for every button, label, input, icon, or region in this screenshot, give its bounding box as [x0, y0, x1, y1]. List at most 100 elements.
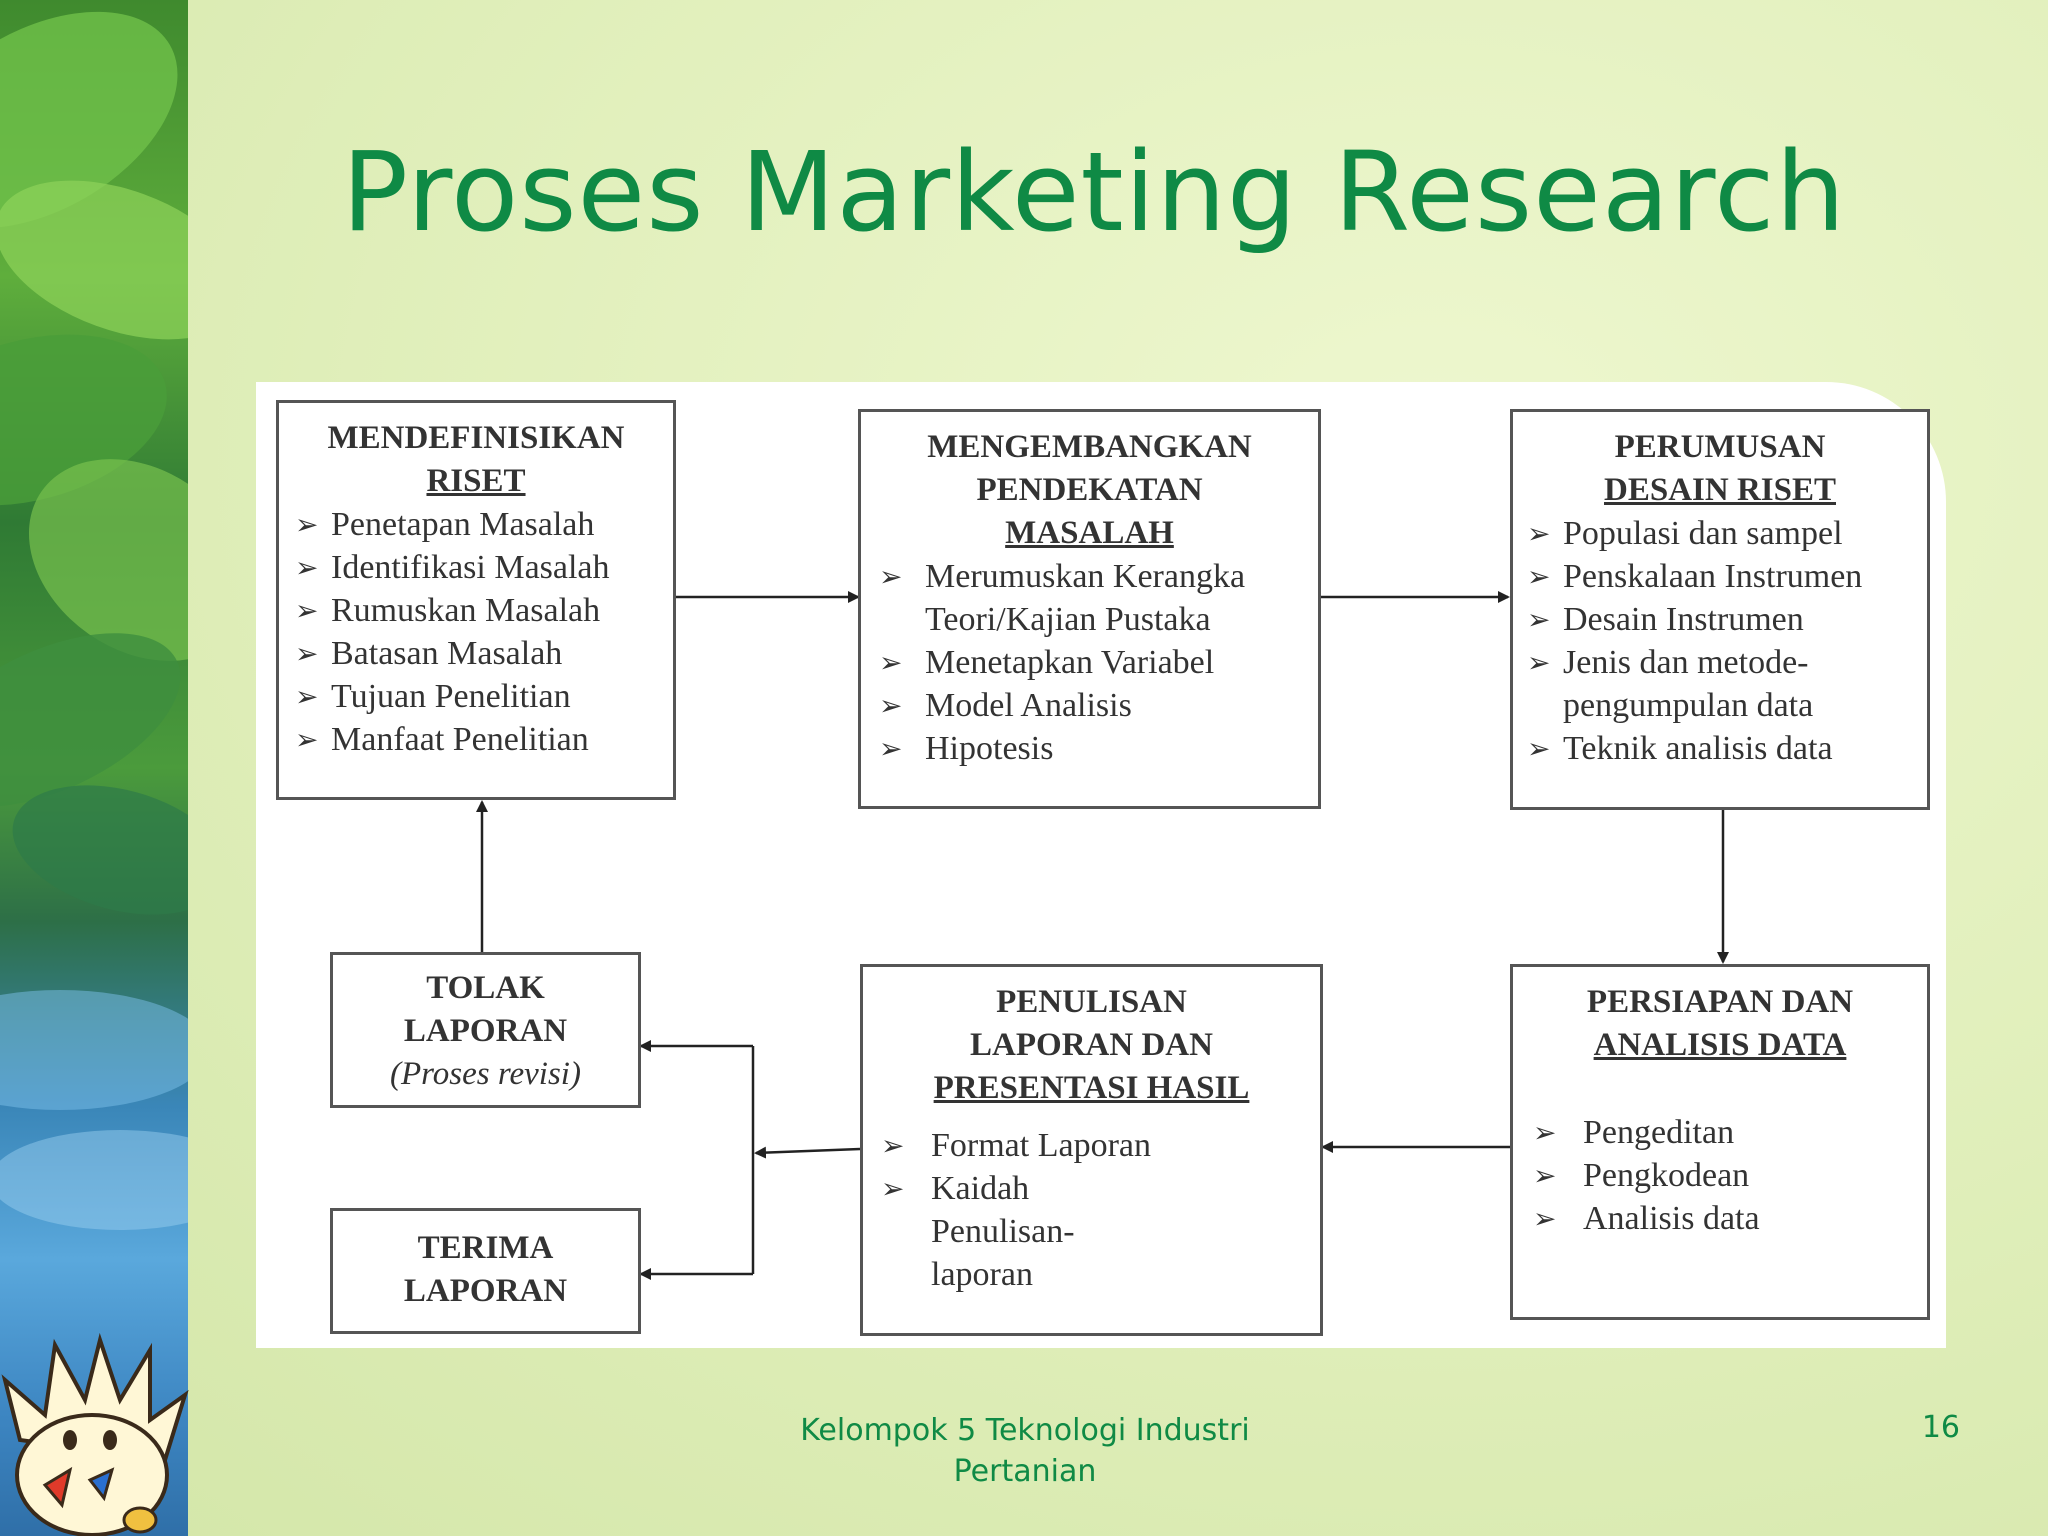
box-title-line: MENGEMBANGKAN — [927, 429, 1252, 465]
list-item-label: Merumuskan Kerangka Teori/Kajian Pustaka — [925, 558, 1246, 638]
list-item: ➢ Merumuskan Kerangka Teori/Kajian Pustak… — [873, 555, 1306, 641]
list-item-label: Manfaat Penelitian — [331, 721, 589, 758]
footer-line: Pertanian — [953, 1454, 1097, 1489]
slide-title: Proses Marketing Research — [341, 128, 1847, 256]
list-item: ➢ Populasi dan sampel — [1521, 512, 1919, 555]
list-item: ➢ Kaidah Penulisan-laporan — [875, 1167, 1175, 1296]
arrow-bullet-icon: ➢ — [879, 646, 903, 679]
box-title-line: TOLAK — [426, 970, 545, 1006]
arrow-penulisan-to-branch — [754, 1146, 861, 1159]
list-item: ➢ Hipotesis — [873, 727, 1306, 770]
list-item-label: Hipotesis — [925, 730, 1054, 767]
box-penulisan-laporan: PENULISAN LAPORAN DAN PRESENTASI HASIL ➢… — [860, 964, 1323, 1336]
list-item: ➢ Manfaat Penelitian — [289, 718, 663, 761]
arrow-bullet-icon: ➢ — [1533, 1202, 1557, 1235]
list-item-label: Model Analisis — [925, 687, 1132, 724]
list-item: ➢ Desain Instrumen — [1521, 598, 1919, 641]
box-item-list: ➢ Populasi dan sampel ➢ Penskalaan Instrum… — [1521, 512, 1919, 770]
list-item-label: Jenis dan metode-pengumpulan data — [1563, 644, 1814, 724]
list-item: ➢Format Laporan — [875, 1124, 1308, 1167]
list-item-label: Analisis data — [1583, 1200, 1760, 1237]
box-persiapan-analisis: PERSIAPAN DAN ANALISIS DATA ➢ Pengeditan … — [1510, 964, 1930, 1320]
box-title-line: LAPORAN — [403, 1273, 568, 1309]
box-title: MENDEFINISIKAN RISET — [289, 417, 663, 503]
box-item-list: ➢ Merumuskan Kerangka Teori/Kajian Pustak… — [873, 555, 1306, 770]
box-title-line: ANALISIS DATA — [1593, 1027, 1847, 1063]
box-title-line: PERUMUSAN — [1614, 429, 1826, 465]
box-title-line: PRESENTASI HASIL — [933, 1070, 1250, 1106]
box-terima-laporan: TERIMA LAPORAN — [330, 1208, 641, 1334]
box-title: PERUMUSAN DESAIN RISET — [1521, 426, 1919, 512]
diagram-panel: MENDEFINISIKAN RISET ➢ Penetapan Masalah … — [256, 382, 1946, 1348]
box-title: MENGEMBANGKAN PENDEKATAN MASALAH — [873, 426, 1306, 555]
list-item: ➢ Pengkodean — [1527, 1154, 1913, 1197]
list-item-label: Pengeditan — [1583, 1114, 1735, 1151]
list-item-label: Menetapkan Variabel — [925, 644, 1215, 681]
box-title: PENULISAN LAPORAN DAN PRESENTASI HASIL — [875, 981, 1308, 1110]
list-item-label: Penetapan Masalah — [331, 506, 595, 543]
list-item-label: Tujuan Penelitian — [331, 678, 571, 715]
arrow-bullet-icon: ➢ — [295, 680, 319, 713]
box-subtitle: (Proses revisi) — [390, 1056, 581, 1092]
list-item: ➢ Analisis data — [1527, 1197, 1913, 1240]
list-item: ➢ Teknik analisis data — [1521, 727, 1919, 770]
list-item: ➢ Identifikasi Masalah — [289, 546, 663, 589]
list-item: ➢ Model Analisis — [873, 684, 1306, 727]
box-perumusan-desain: PERUMUSAN DESAIN RISET ➢ Populasi dan sam… — [1510, 409, 1930, 810]
box-title-line: PENDEKATAN — [976, 472, 1203, 508]
footer-line: Kelompok 5 Teknologi Industri — [800, 1413, 1250, 1448]
arrow-bullet-icon: ➢ — [1533, 1159, 1557, 1192]
list-item: ➢ Menetapkan Variabel — [873, 641, 1306, 684]
list-item-label: Pengkodean — [1583, 1157, 1750, 1194]
box-title-line: MENDEFINISIKAN — [327, 420, 625, 456]
box-title-line: PERSIAPAN DAN — [1586, 984, 1854, 1020]
arrow-bullet-icon: ➢ — [1527, 732, 1551, 765]
arrow-bullet-icon: ➢ — [295, 508, 319, 541]
footer-caption: Kelompok 5 Teknologi Industri Pertanian — [760, 1410, 1290, 1492]
arrow-bullet-icon: ➢ — [1527, 560, 1551, 593]
box-title-line: MASALAH — [1005, 515, 1174, 551]
box-title: PERSIAPAN DAN ANALISIS DATA — [1527, 981, 1913, 1067]
arrow-bullet-icon: ➢ — [295, 551, 319, 584]
arrow-bullet-icon: ➢ — [1533, 1116, 1557, 1149]
list-item: ➢ Penetapan Masalah — [289, 503, 663, 546]
box-tolak-laporan: TOLAK LAPORAN (Proses revisi) — [330, 952, 641, 1108]
list-item-label: Penskalaan Instrumen — [1563, 558, 1863, 595]
box-title-line: LAPORAN DAN — [970, 1027, 1213, 1063]
arrow-bullet-icon: ➢ — [1527, 603, 1551, 636]
list-item-label: Populasi dan sampel — [1563, 515, 1843, 552]
leaf-decoration — [0, 0, 188, 1536]
box-title-line: TERIMA — [417, 1230, 554, 1266]
arrow-bullet-icon: ➢ — [881, 1172, 905, 1205]
diagram-connectors — [476, 591, 1729, 1280]
box-item-list: ➢Format Laporan ➢ Kaidah Penulisan-lapora… — [875, 1124, 1308, 1296]
box-mendefinisikan-riset: MENDEFINISIKAN RISET ➢ Penetapan Masalah … — [276, 400, 676, 800]
box-item-list: ➢ Penetapan Masalah ➢ Identifikasi Masalah… — [289, 503, 663, 761]
list-item-label: Desain Instrumen — [1563, 601, 1804, 638]
list-item: ➢ Pengeditan — [1527, 1111, 1913, 1154]
list-item: ➢ Jenis dan metode-pengumpulan data — [1521, 641, 1919, 727]
list-item: ➢ Rumuskan Masalah — [289, 589, 663, 632]
list-item: ➢ Penskalaan Instrumen — [1521, 555, 1919, 598]
arrow-bullet-icon: ➢ — [1527, 646, 1551, 679]
box-mengembangkan-pendekatan: MENGEMBANGKAN PENDEKATAN MASALAH ➢ Merumu… — [858, 409, 1321, 809]
box-title-line: PENULISAN — [996, 984, 1187, 1020]
box-title: TOLAK LAPORAN — [339, 967, 632, 1053]
list-item-label: Teknik analisis data — [1563, 730, 1833, 767]
arrow-bullet-icon: ➢ — [295, 637, 319, 670]
list-item-label: Rumuskan Masalah — [331, 592, 601, 629]
arrow-bullet-icon: ➢ — [879, 560, 903, 593]
list-item-label: Format Laporan — [931, 1127, 1151, 1164]
arrow-bullet-icon: ➢ — [1527, 517, 1551, 550]
box-item-list: ➢ Pengeditan ➢ Pengkodean ➢ Analisis data — [1527, 1111, 1913, 1240]
arrow-bullet-icon: ➢ — [879, 732, 903, 765]
mascot-icon — [1, 1332, 189, 1536]
list-item-label: Kaidah Penulisan-laporan — [931, 1170, 1075, 1293]
list-item-label: Batasan Masalah — [331, 635, 563, 672]
arrow-bullet-icon: ➢ — [295, 723, 319, 756]
list-item-label: Identifikasi Masalah — [331, 549, 610, 586]
box-title-line: RISET — [426, 463, 526, 499]
arrow-bullet-icon: ➢ — [879, 689, 903, 722]
arrow-bullet-icon: ➢ — [295, 594, 319, 627]
page-number: 16 — [1921, 1410, 1960, 1445]
